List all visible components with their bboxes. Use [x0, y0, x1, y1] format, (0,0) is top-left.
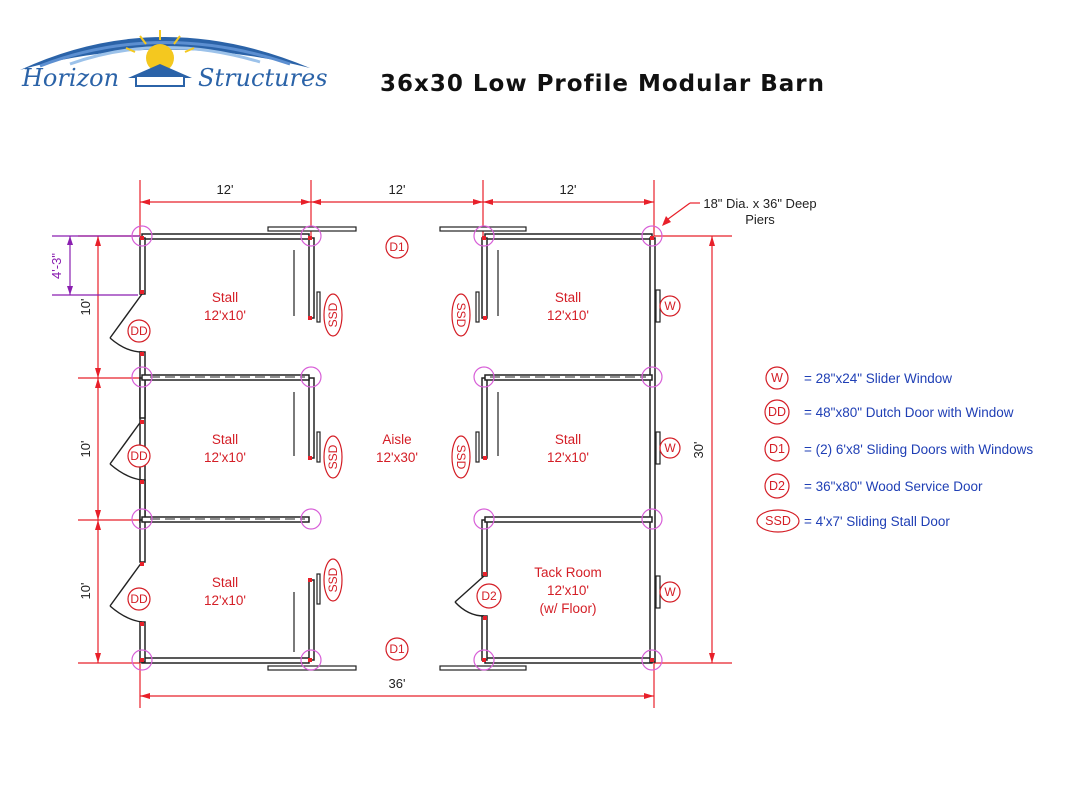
tag-labels: W W W DD DD DD D1 D1 D2 SSD SSD SSD SSD …	[130, 240, 676, 656]
legend-text: = 48"x80" Dutch Door with Window	[804, 405, 1014, 420]
pier	[300, 508, 322, 530]
page-title: 36x30 Low Profile Modular Barn	[380, 71, 825, 97]
legend-code: D1	[769, 442, 785, 456]
pier	[641, 649, 663, 671]
room-name: Stall	[212, 290, 238, 305]
stall-door-tag: SSD	[454, 445, 468, 470]
room-size: 12'x10'	[204, 593, 246, 608]
pier	[131, 508, 153, 530]
dim-top-2: 12'	[389, 182, 406, 197]
window-marks	[655, 289, 661, 609]
stall-door-tag: SSD	[326, 444, 340, 469]
legend-text: = 28"x24" Slider Window	[804, 371, 952, 386]
legend-text: = (2) 6'x8' Sliding Doors with Windows	[804, 442, 1033, 457]
legend-text: = 4'x7' Sliding Stall Door	[804, 514, 950, 529]
room-size: 12'x10'	[204, 308, 246, 323]
dim-top-3: 12'	[560, 182, 577, 197]
stall-door-tag: SSD	[454, 303, 468, 328]
sun-icon	[146, 44, 174, 72]
logo-right-word: Structures	[198, 64, 328, 92]
pier	[300, 649, 322, 671]
pier	[641, 366, 663, 388]
room-name: Stall	[212, 432, 238, 447]
barn-roof-icon	[128, 64, 192, 78]
dimension-arrows	[95, 199, 715, 699]
room-name: Stall	[555, 290, 581, 305]
dimension-lines	[78, 180, 732, 708]
partition-dashes	[150, 376, 646, 520]
dim-left-1: 10'	[78, 299, 93, 316]
pier-note-line1: 18" Dia. x 36" Deep	[703, 196, 816, 211]
window-tag: W	[664, 441, 676, 455]
pier	[300, 225, 322, 247]
pier	[131, 366, 153, 388]
room-size: 12'x10'	[547, 583, 589, 598]
dutch-door-tag: DD	[130, 592, 148, 606]
logo-left-word: Horizon	[21, 64, 119, 92]
dim-door-offset: 4'-3"	[49, 253, 64, 279]
pier	[473, 366, 495, 388]
room-name: Tack Room	[534, 565, 602, 580]
room-size: 12'x10'	[204, 450, 246, 465]
dutch-door-tag: DD	[130, 449, 148, 463]
window-tag: W	[664, 585, 676, 599]
stall-door-tag: SSD	[326, 302, 340, 327]
legend-text: = 36"x80" Wood Service Door	[804, 479, 983, 494]
pier	[131, 225, 153, 247]
dim-right: 30'	[691, 442, 706, 459]
stall-door-panels	[293, 250, 499, 652]
room-labels: Stall 12'x10' Stall 12'x10' Stall 12'x10…	[204, 290, 602, 616]
dim-left-3: 10'	[78, 583, 93, 600]
legend-code: W	[771, 371, 783, 385]
pier	[641, 508, 663, 530]
dim-bottom: 36'	[389, 676, 406, 691]
pier	[473, 649, 495, 671]
pier	[473, 225, 495, 247]
window-tag: W	[664, 299, 676, 313]
dim-top-1: 12'	[217, 182, 234, 197]
dim-left-2: 10'	[78, 441, 93, 458]
tag-shapes	[127, 235, 681, 661]
stall-door-tag: SSD	[326, 567, 340, 592]
room-size: 12'x30'	[376, 450, 418, 465]
room-note: (w/ Floor)	[540, 601, 597, 616]
pier	[300, 366, 322, 388]
pier-note-line2: Piers	[745, 212, 775, 227]
horizon-structures-logo: Horizon Structures	[20, 30, 328, 92]
pier	[131, 649, 153, 671]
sliding-door-tag: D1	[389, 642, 405, 656]
service-door-tag: D2	[481, 589, 497, 603]
pier	[473, 508, 495, 530]
room-name: Aisle	[382, 432, 411, 447]
door-offset-dimension	[52, 235, 140, 296]
sliding-door-tag: D1	[389, 240, 405, 254]
room-size: 12'x10'	[547, 308, 589, 323]
legend: W DD D1 D2 SSD = 28"x24" Slider Window =…	[756, 366, 1033, 533]
wall-end-markers	[140, 236, 654, 662]
piers	[131, 225, 663, 671]
legend-code: D2	[769, 479, 785, 493]
room-size: 12'x10'	[547, 450, 589, 465]
dutch-door-swings	[109, 293, 485, 623]
dutch-door-tag: DD	[130, 324, 148, 338]
room-name: Stall	[555, 432, 581, 447]
legend-code: DD	[768, 405, 786, 419]
legend-code: SSD	[765, 514, 791, 528]
room-name: Stall	[212, 575, 238, 590]
pier	[641, 225, 663, 247]
